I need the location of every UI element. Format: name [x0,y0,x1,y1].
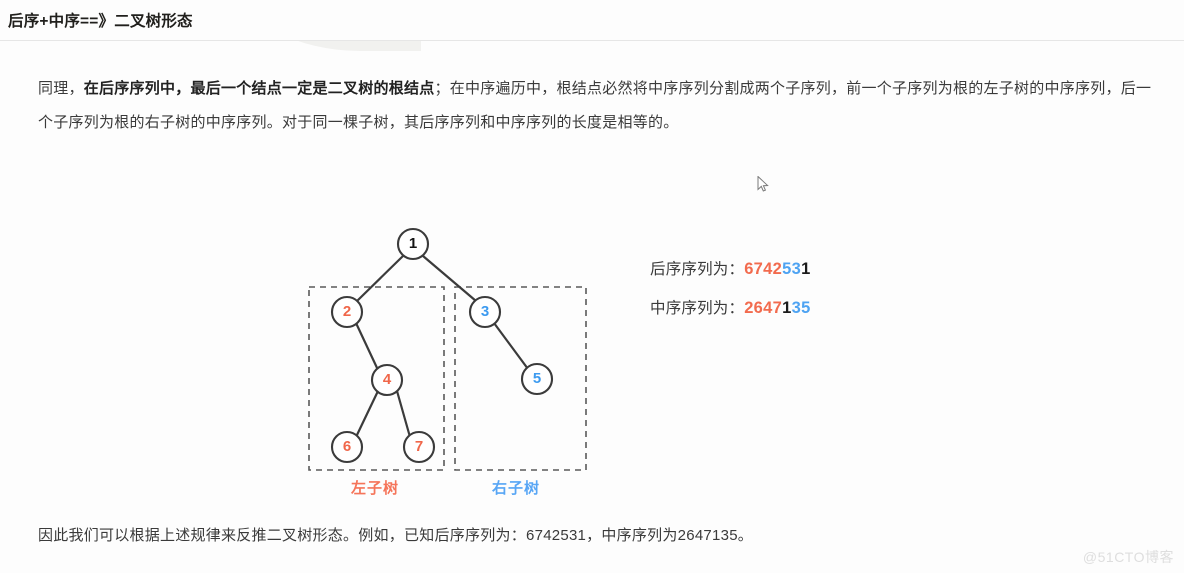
inorder-left-digits: 2647 [744,299,783,317]
inorder-sequence-row: 中序序列为：2647135 [650,289,811,328]
edge-1-2 [355,254,405,303]
tree-node-circle-1 [396,227,430,261]
intro-text-emphasis: 在后序序列中，最后一个结点一定是二叉树的根结点 [83,80,435,97]
tree-node-circle-6 [330,430,364,464]
binary-tree-diagram: 1 2 3 4 5 6 7 左子树 右子树 [290,215,620,510]
postorder-root-digit: 1 [801,260,811,278]
page-title: 后序+中序==》二叉树形态 [8,13,193,30]
tree-node-circle-7 [402,430,436,464]
closing-paragraph: 因此我们可以根据上述规律来反推二叉树形态。例如，已知后序序列为：6742531，… [38,527,754,544]
tree-node-circle-5 [520,362,554,396]
intro-text-part2: ；在中序遍历中，根结点必然将中序序列分割成两个子序列，前一个子序列为根的左子树的… [38,80,1152,131]
tree-node-circles [330,227,554,464]
right-subtree-boundary [454,286,587,471]
edge-4-7 [395,389,412,439]
right-subtree-caption: 右子树 [492,480,541,497]
edge-1-3 [421,254,478,303]
inorder-right-digits: 35 [791,299,811,317]
tree-edges [354,254,530,439]
left-subtree-boundary [308,286,445,471]
intro-text-part1: 同理， [38,80,84,97]
inorder-label: 中序序列为： [650,300,745,317]
intro-paragraph: 同理，在后序序列中，最后一个结点一定是二叉树的根结点；在中序遍历中，根结点必然将… [38,72,1158,140]
edge-3-5 [492,321,530,371]
document-header: 后序+中序==》二叉树形态 [0,0,1184,41]
postorder-label: 后序序列为： [650,261,745,278]
edge-4-6 [354,389,380,439]
postorder-left-digits: 6742 [744,260,783,278]
left-subtree-caption: 左子树 [351,480,400,497]
tree-node-circle-2 [330,295,364,329]
tree-node-circle-4 [370,363,404,397]
tree-node-circle-3 [468,295,502,329]
mouse-pointer-icon [757,176,769,192]
sequence-readout: 后序序列为：6742531 中序序列为：2647135 [650,250,811,328]
postorder-right-digits: 53 [782,260,802,278]
postorder-sequence-row: 后序序列为：6742531 [650,250,811,289]
tree-graphics [308,227,587,471]
inorder-root-digit: 1 [782,299,792,317]
edge-2-4 [354,321,380,372]
